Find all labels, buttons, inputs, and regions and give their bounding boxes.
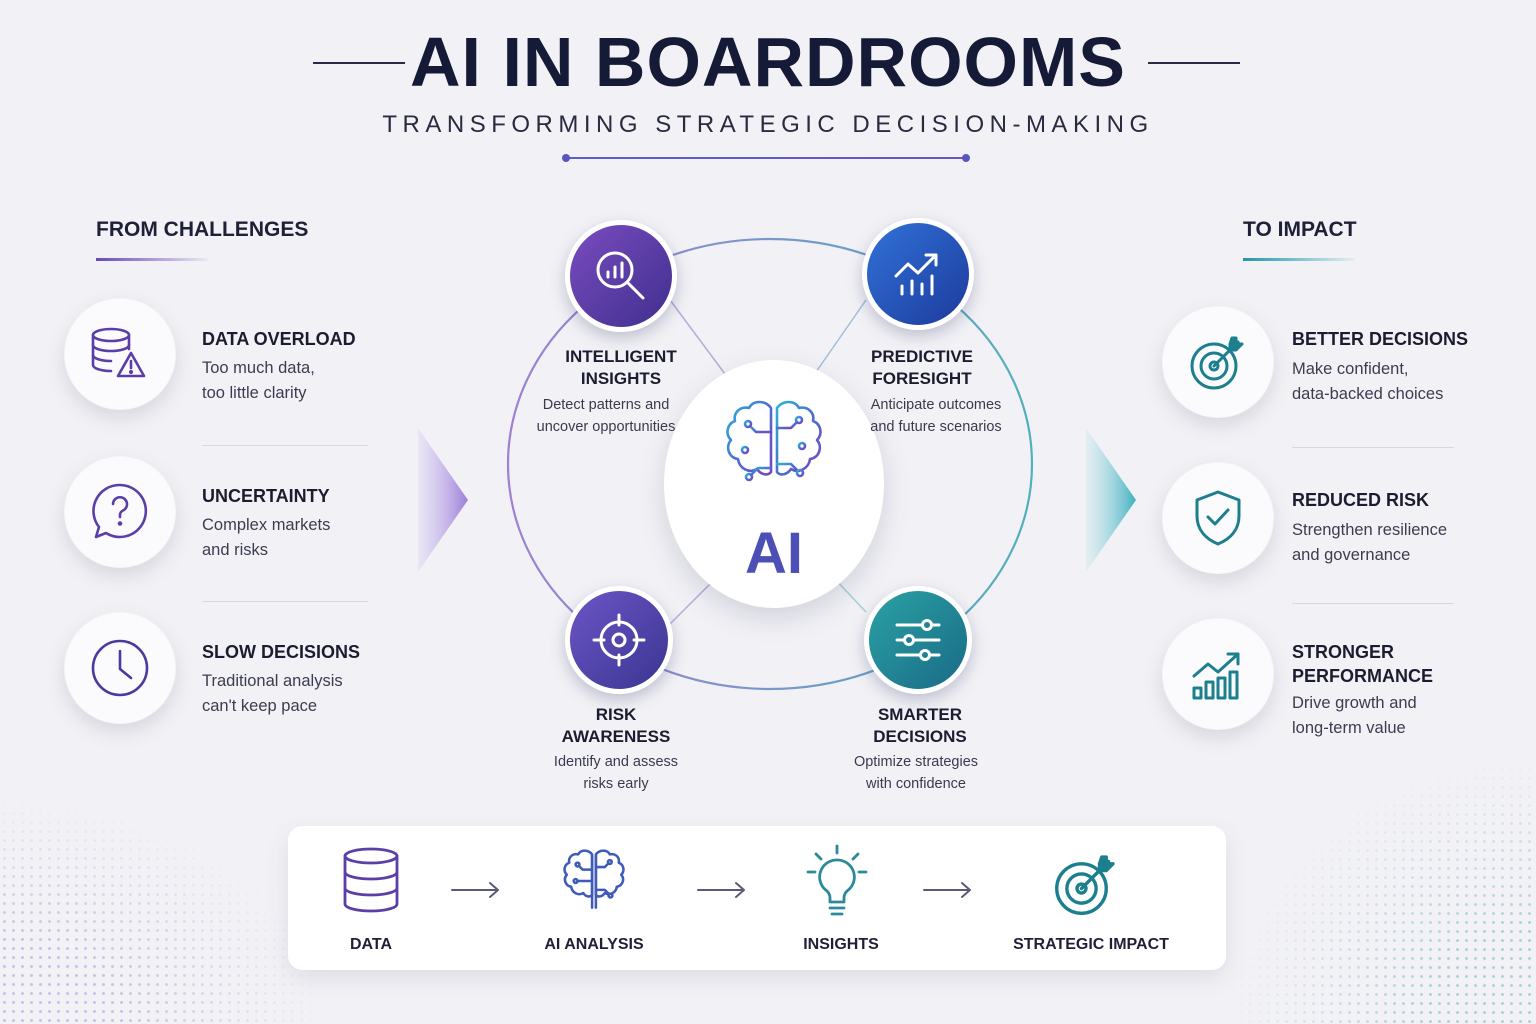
title-rule-left: [313, 62, 405, 64]
database-warning-icon: [64, 298, 176, 410]
page-subtitle: TRANSFORMING STRATEGIC DECISION-MAKING: [382, 111, 1154, 138]
clock-icon: [64, 612, 176, 724]
ai-hub: [664, 360, 884, 608]
left-divider-1: [202, 445, 368, 446]
page-title: AI IN BOARDROOMS: [410, 23, 1126, 101]
flow-step-ai-analysis: AI ANALYSIS: [544, 936, 644, 953]
right-divider-2: [1292, 603, 1454, 604]
left-divider-2: [202, 601, 368, 602]
flow-arrow-3-icon: [923, 882, 971, 898]
trend-up-icon: [862, 218, 974, 330]
right-heading: TO IMPACT: [1243, 218, 1357, 241]
flow-step-strategic-impact: STRATEGIC IMPACT: [1013, 936, 1169, 953]
challenge-desc-data-overload: Too much data,too little clarity: [202, 359, 315, 402]
subtitle-rule-dot-left: [562, 154, 570, 162]
impact-desc-better-decisions: Make confident,data-backed choices: [1292, 360, 1444, 403]
impact-title-reduced-risk: REDUCED RISK: [1292, 490, 1430, 510]
flow-arrow-1-icon: [451, 882, 499, 898]
shield-check-icon: [1162, 462, 1274, 574]
flow-step-data: DATA: [349, 936, 393, 953]
flow-arrow-left-icon: [418, 428, 468, 572]
database-icon: [343, 847, 399, 913]
sliders-icon: [864, 586, 972, 694]
left-heading: FROM CHALLENGES: [96, 218, 309, 241]
challenge-title-data-overload: DATA OVERLOAD: [202, 329, 356, 349]
title-rule-right: [1148, 62, 1240, 64]
subtitle-rule: [566, 157, 966, 159]
left-heading-underline: [96, 258, 208, 261]
brain-circuit-icon: [726, 400, 822, 494]
challenge-title-slow-decisions: SLOW DECISIONS: [202, 642, 361, 662]
flow-arrow-right-icon: [1086, 428, 1136, 572]
target-arrow-flow-icon: [1055, 855, 1115, 915]
right-divider-1: [1292, 447, 1454, 448]
ai-ring-diagram: [506, 237, 1034, 691]
flow-arrow-2-icon: [697, 882, 745, 898]
subtitle-rule-dot-right: [962, 154, 970, 162]
ai-hub-label: AI: [745, 521, 803, 586]
growth-chart-icon: [1162, 618, 1274, 730]
impact-title-better-decisions: BETTER DECISIONS: [1292, 329, 1469, 349]
magnifier-chart-icon: [565, 220, 677, 332]
challenge-title-uncertainty: UNCERTAINTY: [202, 486, 330, 506]
right-heading-underline: [1243, 258, 1355, 261]
lightbulb-icon: [806, 844, 868, 916]
brain-circuit-flow-icon: [563, 849, 625, 909]
crosshair-icon: [565, 586, 673, 694]
target-arrow-icon: [1162, 306, 1274, 418]
question-bubble-icon: [64, 456, 176, 568]
flow-step-insights: INSIGHTS: [803, 936, 879, 953]
